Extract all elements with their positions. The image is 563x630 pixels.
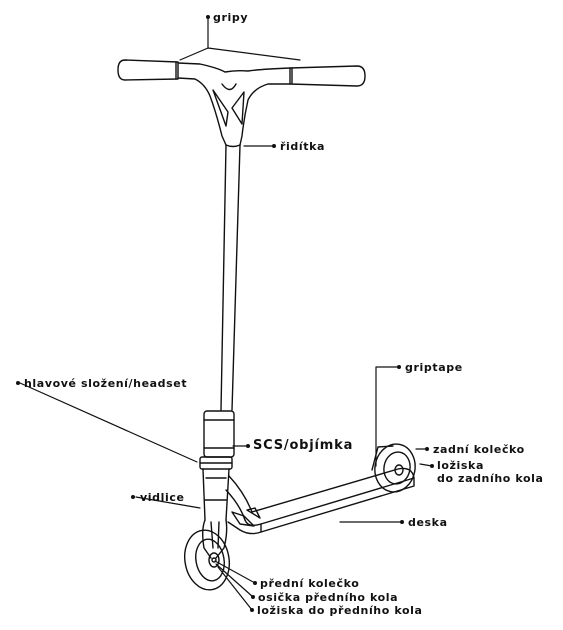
label-predni-kolecko: přední kolečko	[260, 577, 360, 590]
label-headset: hlavové složení/headset	[24, 377, 188, 390]
label-osicka: osička předního kola	[258, 591, 399, 604]
right-grip	[289, 65, 366, 87]
label-zadni-kolecko: zadní kolečko	[433, 443, 525, 456]
label-deska: deska	[408, 516, 448, 529]
deck	[225, 467, 415, 535]
rear-wheel	[371, 443, 416, 493]
front-wheel	[184, 529, 230, 591]
label-scs: SCS/objímka	[253, 438, 354, 453]
label-loziska-predni: ložiska do předního kola	[257, 604, 423, 617]
label-griptape: griptape	[405, 361, 463, 374]
label-loziska-zadni-2: do zadního kola	[437, 472, 544, 485]
leader-lines	[19, 16, 433, 611]
scs-clamp	[203, 410, 235, 458]
handlebar	[177, 62, 291, 148]
bar-tube	[220, 144, 241, 411]
leader-dots	[16, 15, 434, 612]
headset	[199, 456, 233, 470]
left-grip	[117, 59, 179, 81]
fork	[202, 519, 228, 559]
label-gripy: gripy	[213, 11, 249, 24]
label-loziska-zadni: ložiska	[437, 459, 484, 472]
label-riditka: řidítka	[280, 140, 326, 153]
label-vidlice: vidlice	[140, 491, 185, 504]
neck	[202, 468, 230, 521]
